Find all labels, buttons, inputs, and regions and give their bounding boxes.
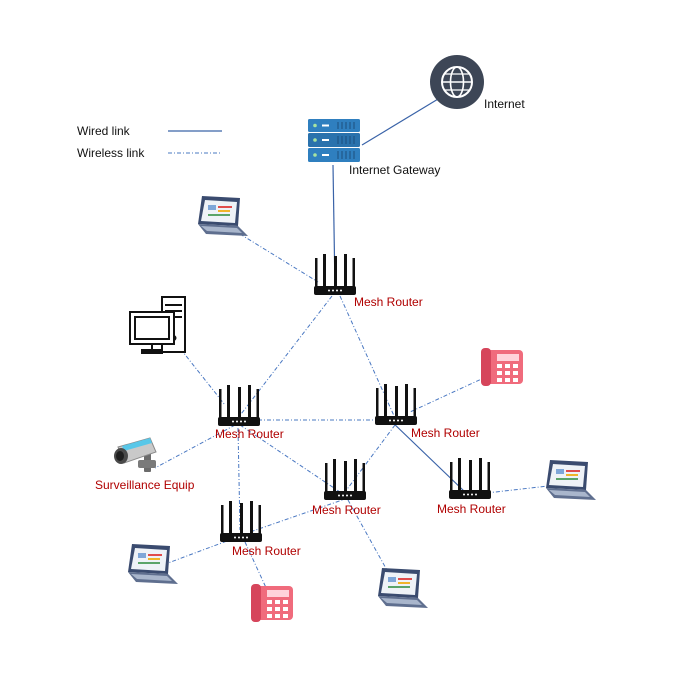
wireless-link	[154, 424, 236, 469]
phone-icon	[481, 348, 523, 386]
surveillance-label: Surveillance Equip	[95, 478, 195, 492]
router-icon	[314, 254, 356, 295]
wireless-link	[347, 499, 399, 591]
gateway-label: Internet Gateway	[349, 163, 440, 177]
camera-icon	[114, 437, 157, 472]
router-center-label: Mesh Router	[312, 503, 381, 517]
router-bottom-label: Mesh Router	[232, 544, 301, 558]
phone-right-node[interactable]	[481, 348, 523, 386]
phone-icon	[251, 584, 293, 622]
router-icon	[220, 501, 262, 542]
wireless-link	[239, 424, 341, 493]
router-icon	[375, 384, 417, 425]
laptop-icon	[546, 460, 596, 500]
wireless-link	[239, 233, 319, 283]
desktop-node[interactable]	[129, 296, 186, 354]
router-icon	[218, 385, 260, 426]
wireless-link	[409, 375, 489, 413]
laptop-icon	[198, 196, 248, 236]
router-far-right-label: Mesh Router	[437, 502, 506, 516]
internet-label: Internet	[484, 97, 525, 111]
router-top-node[interactable]: Mesh Router	[314, 254, 423, 309]
globe-icon	[430, 55, 484, 109]
wireless-link	[244, 541, 269, 593]
laptop-icon	[128, 544, 178, 584]
legend-wireless-label: Wireless link	[77, 146, 145, 160]
router-center-node[interactable]: Mesh Router	[312, 459, 381, 517]
wireless-link	[237, 295, 333, 419]
legend-wired-label: Wired link	[77, 124, 131, 138]
laptop-bottom-node[interactable]	[378, 568, 428, 608]
router-right-node[interactable]: Mesh Router	[375, 384, 480, 440]
legend: Wired link Wireless link	[77, 124, 222, 160]
wireless-link	[344, 424, 396, 493]
desktop-computer-icon	[129, 296, 186, 354]
phone-bottom-node[interactable]	[251, 584, 293, 622]
wireless-link	[159, 537, 236, 567]
internet-node[interactable]: Internet	[430, 55, 525, 111]
router-bottom-node[interactable]: Mesh Router	[220, 501, 301, 558]
wireless-link	[249, 497, 349, 533]
server-icon	[308, 119, 360, 162]
laptop-right-node[interactable]	[546, 460, 596, 500]
laptop-bottom-left-node[interactable]	[128, 544, 178, 584]
router-left-label: Mesh Router	[215, 427, 284, 441]
router-top-label: Mesh Router	[354, 295, 423, 309]
gateway-node[interactable]: Internet Gateway	[308, 119, 440, 177]
router-icon	[324, 459, 366, 500]
router-far-right-node[interactable]: Mesh Router	[437, 458, 506, 516]
laptop-icon	[378, 568, 428, 608]
router-icon	[449, 458, 491, 499]
router-right-label: Mesh Router	[411, 426, 480, 440]
router-left-node[interactable]: Mesh Router	[215, 385, 284, 441]
wireless-link	[237, 427, 241, 531]
surveillance-node[interactable]: Surveillance Equip	[95, 437, 195, 492]
laptop-top-left-node[interactable]	[198, 196, 248, 236]
